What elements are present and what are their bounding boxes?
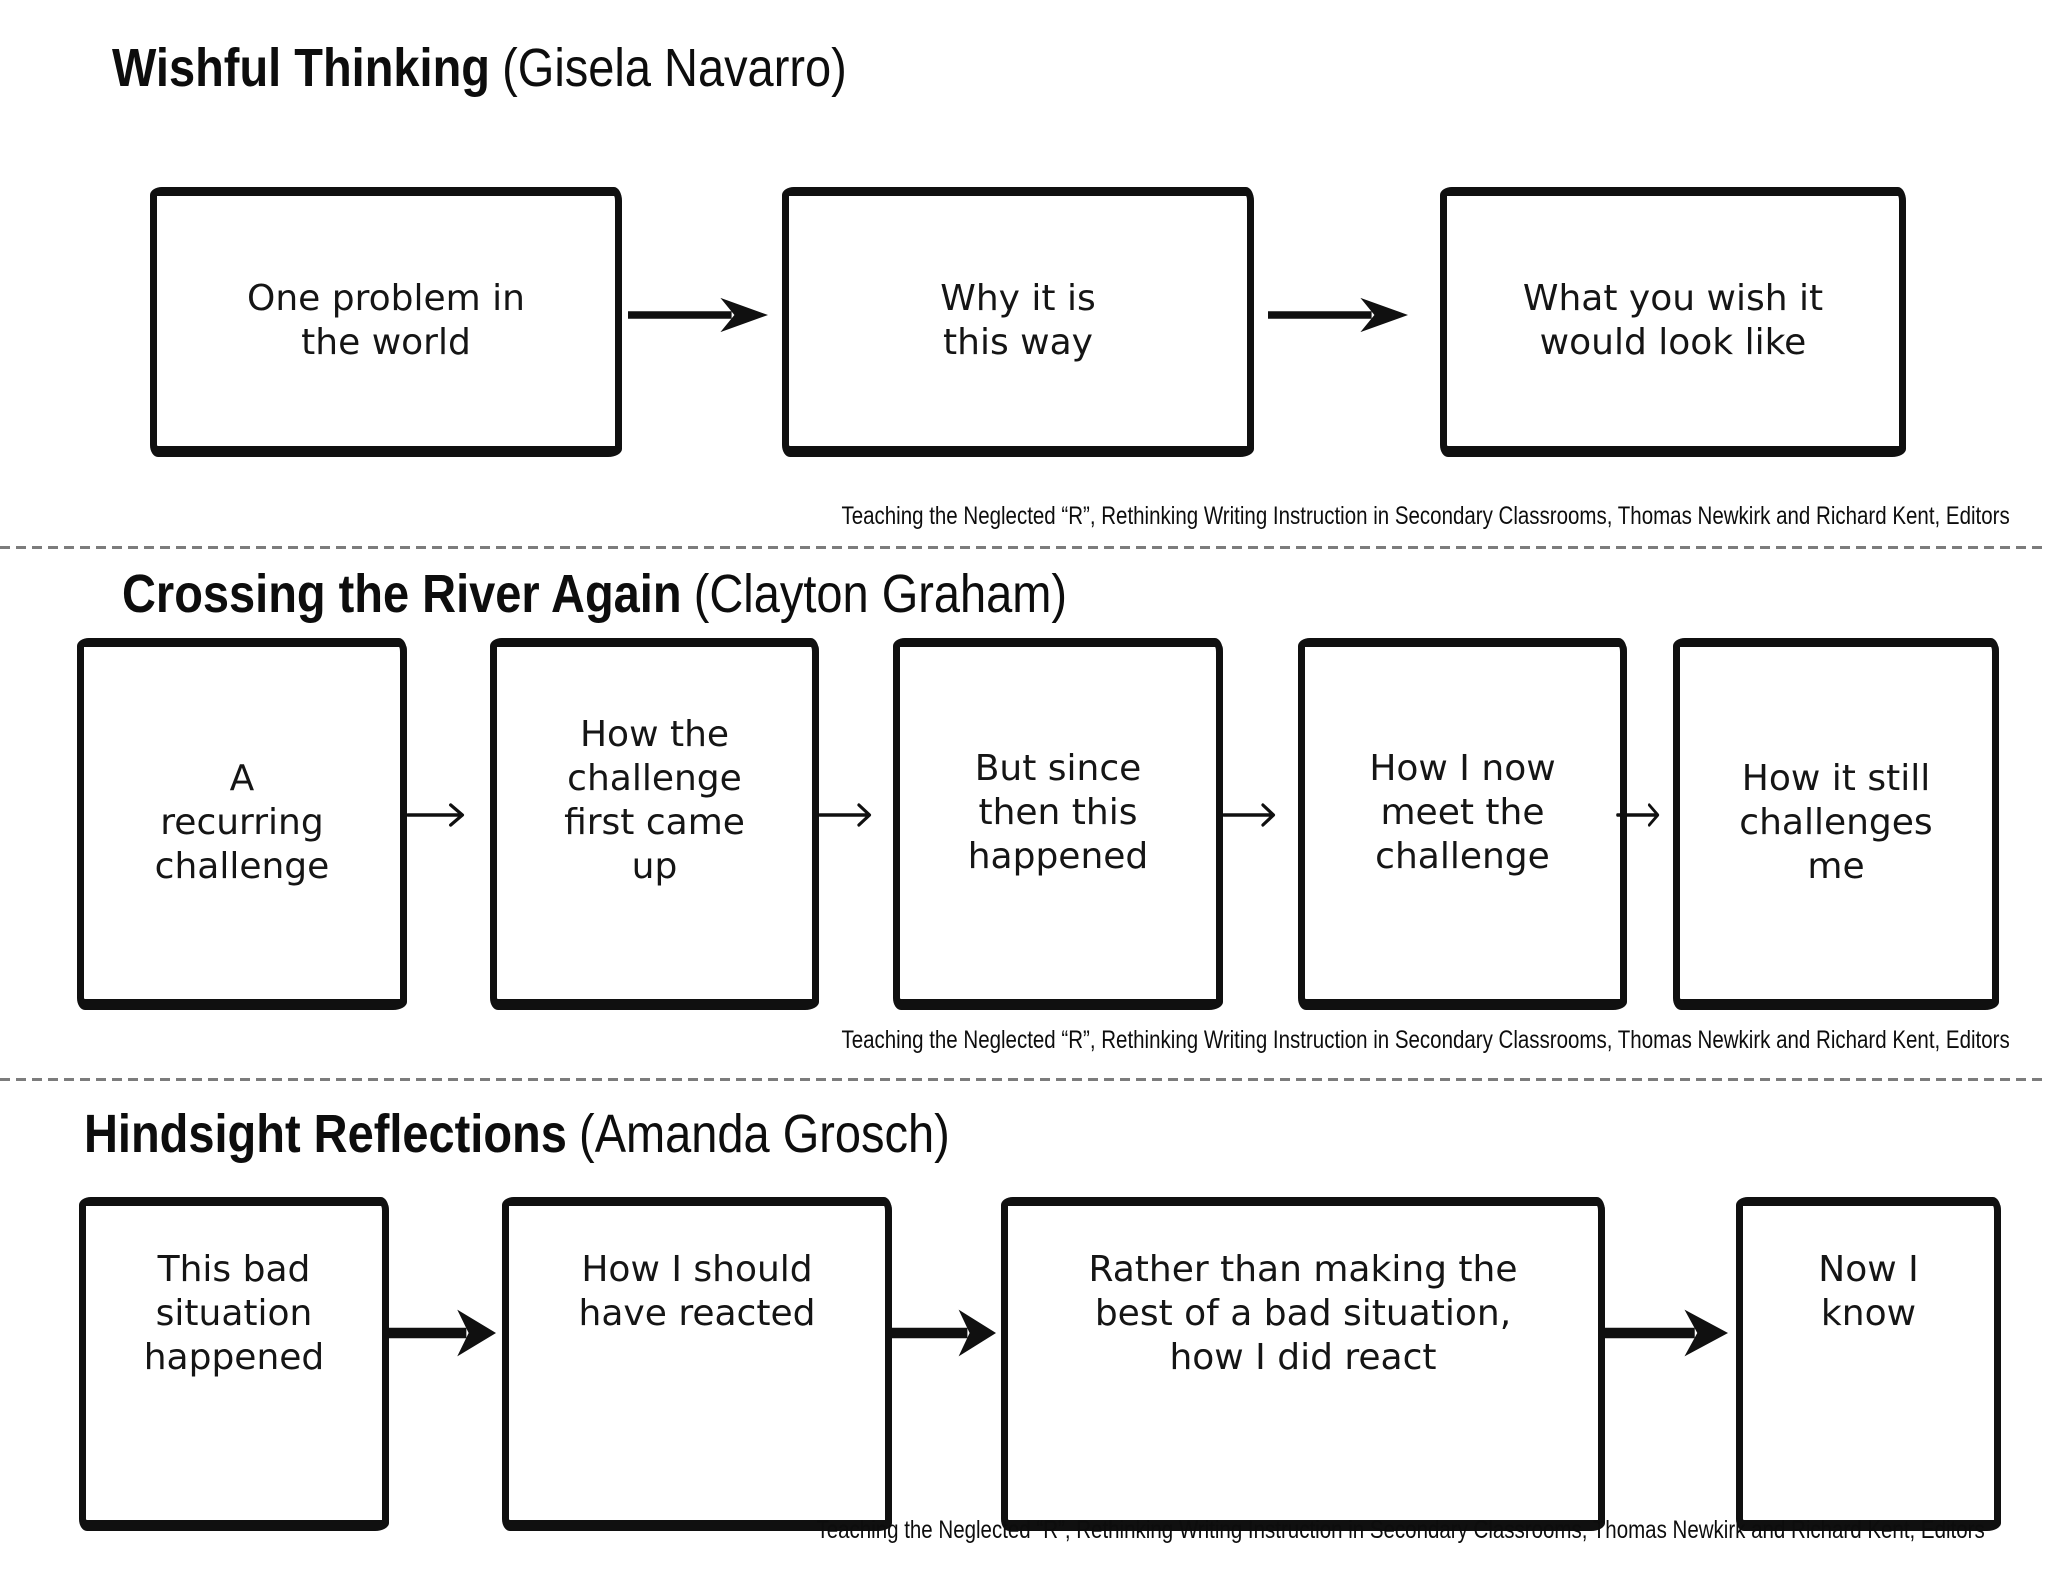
flow-box-label: This bad situation happened (143, 1249, 325, 1378)
flow-box-label: Now I know (1818, 1249, 1919, 1334)
flow-box: How the challenge first came up (490, 638, 819, 1010)
flow-box-label: Why it is this way (940, 278, 1096, 363)
arrow-right-icon (406, 800, 476, 830)
section-author: (Gisela Navarro) (502, 38, 847, 98)
flow-box: But since then this happened (893, 638, 1223, 1010)
flow-box: How it still challenges me (1673, 638, 1999, 1010)
arrow-right-icon (1600, 1307, 1728, 1359)
flow-box-label: A recurring challenge (154, 758, 330, 887)
flow-box: This bad situation happened (79, 1197, 389, 1531)
dashed-divider (0, 1078, 2048, 1081)
flow-box: Why it is this way (782, 187, 1254, 457)
arrow-right-icon (382, 1307, 496, 1359)
flow-box-label: How I should have reacted (578, 1249, 816, 1334)
section-author: (Clayton Graham) (693, 564, 1068, 624)
arrow-right-icon (1222, 800, 1286, 830)
arrow-right-icon (1268, 296, 1408, 334)
flow-box-label: How the challenge first came up (564, 714, 745, 887)
section-author: (Amanda Grosch) (579, 1104, 950, 1164)
source-credit: Teaching the Neglected “R”, Rethinking W… (816, 1516, 1985, 1544)
arrow-right-icon (628, 296, 768, 334)
arrow-right-icon (886, 1307, 996, 1359)
section-title-text: Wishful Thinking (112, 38, 490, 98)
dashed-divider (0, 546, 2048, 549)
flow-box: How I should have reacted (502, 1197, 892, 1531)
flow-box: What you wish it would look like (1440, 187, 1906, 457)
flow-box-label: But since then this happened (967, 748, 1149, 877)
flow-box: Now I know (1736, 1197, 2001, 1531)
arrow-right-icon (818, 800, 882, 830)
flow-box-label: One problem in the world (247, 278, 525, 363)
section-title: Hindsight Reflections(Amanda Grosch) (84, 1106, 950, 1163)
flow-box: One problem in the world (150, 187, 622, 457)
source-credit: Teaching the Neglected “R”, Rethinking W… (841, 502, 2010, 530)
flow-box: Rather than making the best of a bad sit… (1001, 1197, 1605, 1531)
flow-box-label: How I now meet the challenge (1369, 748, 1556, 877)
flow-box-label: What you wish it would look like (1522, 278, 1824, 363)
flow-box-label: How it still challenges me (1739, 758, 1933, 887)
section-title: Wishful Thinking(Gisela Navarro) (112, 40, 847, 97)
flow-box: A recurring challenge (77, 638, 407, 1010)
arrow-right-icon (1616, 800, 1668, 830)
section-title: Crossing the River Again(Clayton Graham) (122, 566, 1067, 623)
section-title-text: Crossing the River Again (122, 564, 682, 624)
section-title-text: Hindsight Reflections (84, 1104, 567, 1164)
flow-box: How I now meet the challenge (1298, 638, 1627, 1010)
flow-box-label: Rather than making the best of a bad sit… (1088, 1249, 1518, 1378)
source-credit: Teaching the Neglected “R”, Rethinking W… (841, 1026, 2010, 1054)
